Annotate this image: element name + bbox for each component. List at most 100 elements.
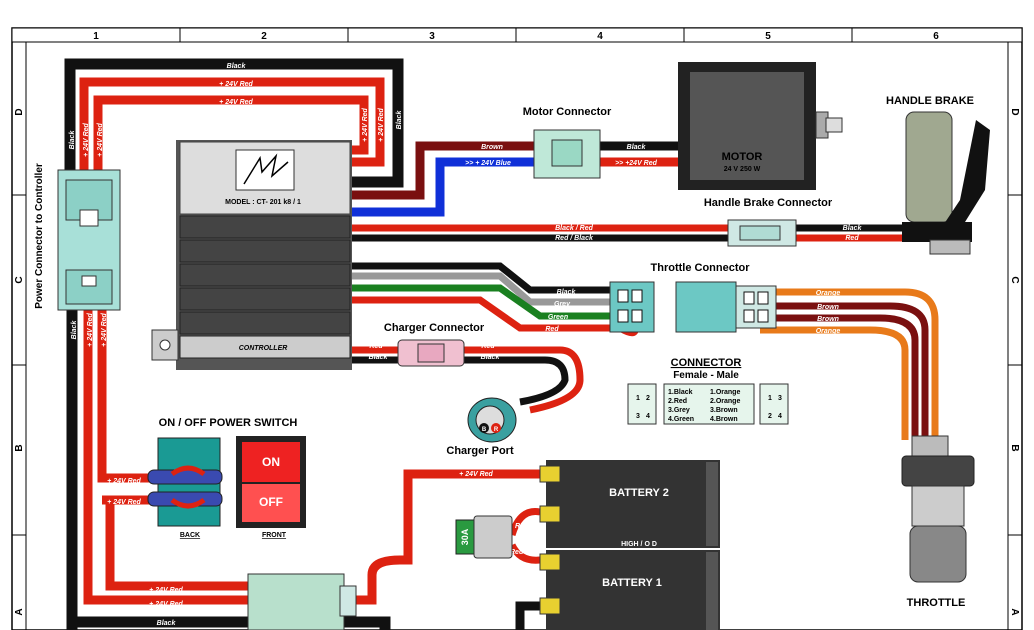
female-pin-1: 1.Black [668, 389, 693, 396]
row-b-right: B [1009, 444, 1020, 451]
switch-title: ON / OFF POWER SWITCH [159, 417, 298, 429]
legend-pin-a4: 4 [646, 413, 650, 420]
legend-pin-b3: 3 [778, 395, 782, 402]
row-d-right: D [1009, 108, 1020, 115]
row-b-left: B [14, 444, 25, 451]
label-batt-red: + 24V Red [459, 471, 493, 478]
male-pin-2: 2.Orange [710, 398, 740, 405]
col-2: 2 [261, 31, 267, 42]
battery-1 [546, 550, 720, 630]
battery-2-label: BATTERY 2 [609, 487, 669, 499]
throttle-connector [609, 281, 777, 333]
wire-red-top-2 [93, 95, 369, 200]
label-black-red: Black / Red [555, 225, 593, 232]
label-black-brake: Black [843, 225, 863, 232]
fuse-label: 30A [460, 528, 470, 545]
female-pin-4: 4.Green [668, 416, 694, 423]
switch-back-label: BACK [180, 532, 200, 539]
motor [678, 62, 843, 190]
male-pin-4: 4.Brown [710, 416, 738, 423]
label-red-vert-5: + 24V Red [87, 312, 94, 346]
col-3: 3 [429, 31, 435, 42]
switch-off: OFF [259, 495, 283, 509]
label-black-vert-3: Black [71, 320, 78, 340]
row-c-right: C [1009, 276, 1020, 283]
connector-legend [627, 383, 789, 425]
male-pin-3: 3.Brown [710, 407, 738, 414]
label-bottom-black: Black [157, 620, 177, 627]
legend-pin-a1: 1 [636, 395, 640, 402]
label-red-vert-6: + 24V Red [101, 312, 108, 346]
fuse [455, 515, 513, 559]
power-connector-label: Power Connector to Controller [34, 163, 45, 309]
label-black-vert: Black [69, 130, 76, 150]
label-brown-1: Brown [817, 304, 839, 311]
handle-brake-label: HANDLE BRAKE [886, 95, 974, 107]
male-pin-1: 1.Orange [710, 389, 740, 396]
throttle-connector-label: Throttle Connector [651, 262, 751, 274]
label-brown: Brown [481, 144, 503, 151]
row-c-left: C [14, 276, 25, 283]
col-5: 5 [765, 31, 771, 42]
label-black-motor: Black [627, 144, 647, 151]
throttle-label: THROTTLE [907, 597, 966, 609]
handle-brake-connector [727, 219, 797, 247]
label-black-chg: Black [369, 354, 389, 361]
throttle [901, 435, 975, 583]
row-a-left: A [14, 608, 25, 615]
row-d-left: D [14, 108, 25, 115]
connector-title: CONNECTOR [671, 357, 742, 369]
row-a-right: A [1009, 608, 1020, 615]
legend-pin-b4: 4 [778, 413, 782, 420]
label-green: Green [548, 314, 568, 321]
legend-pin-b1: 1 [768, 395, 772, 402]
wire-red-top-1 [79, 77, 385, 200]
col-1: 1 [93, 31, 99, 42]
label-orange-2: Orange [816, 328, 841, 335]
legend-pin-a2: 2 [646, 395, 650, 402]
connector-subtitle: Female - Male [673, 370, 739, 381]
charger-port-r: R [494, 427, 499, 433]
wire-black-top [64, 58, 404, 200]
charger-connector [397, 339, 465, 367]
handle-brake [902, 111, 990, 255]
label-red-vert-3: + 24V Red [362, 107, 369, 141]
label-red-chg: Red [369, 343, 383, 350]
charger-connector-label: Charger Connector [384, 322, 485, 334]
switch-back [147, 437, 223, 527]
label-red-top-2: + 24V Red [219, 99, 253, 106]
label-sw-1: + 24V Red [107, 478, 141, 485]
switch-front [236, 436, 306, 528]
controller [151, 140, 352, 370]
column-header [11, 27, 1023, 43]
power-connector [57, 169, 121, 311]
legend-pin-b2: 2 [768, 413, 772, 420]
switch-front-label: FRONT [262, 532, 287, 539]
label-orange-1: Orange [816, 290, 841, 297]
label-red-brake: Red [845, 235, 859, 242]
label-blue: >> + 24V Blue [465, 160, 511, 167]
label-red-motor: >> +24V Red [615, 160, 658, 167]
label-fuse-red-2: Red [510, 549, 524, 556]
motor-spec: 24 V 250 W [724, 166, 761, 173]
label-brown-2: Brown [817, 316, 839, 323]
label-bottom-red-2: + 24V Red [149, 601, 183, 608]
label-red-vert-1: + 24V Red [83, 122, 90, 156]
female-pin-3: 3.Grey [668, 407, 690, 414]
label-grey: Grey [554, 301, 571, 308]
label-black-chg-2: Black [481, 354, 501, 361]
battery-1-label: BATTERY 1 [602, 577, 662, 589]
label-fuse-red-1: Red [515, 523, 529, 530]
col-6: 6 [933, 31, 939, 42]
charger-port [467, 397, 517, 443]
motor-title: MOTOR [722, 151, 763, 163]
label-red-top-1: + 24V Red [219, 81, 253, 88]
motor-connector-label: Motor Connector [523, 106, 612, 118]
label-sw-2: + 24V Red [107, 499, 141, 506]
label-bottom-red-1: + 24V Red [149, 587, 183, 594]
controller-model: MODEL : CT- 201 k8 / 1 [225, 199, 301, 206]
wire-blue-motor [352, 157, 540, 217]
switch-on: ON [262, 455, 280, 469]
battery-connector [247, 573, 357, 630]
